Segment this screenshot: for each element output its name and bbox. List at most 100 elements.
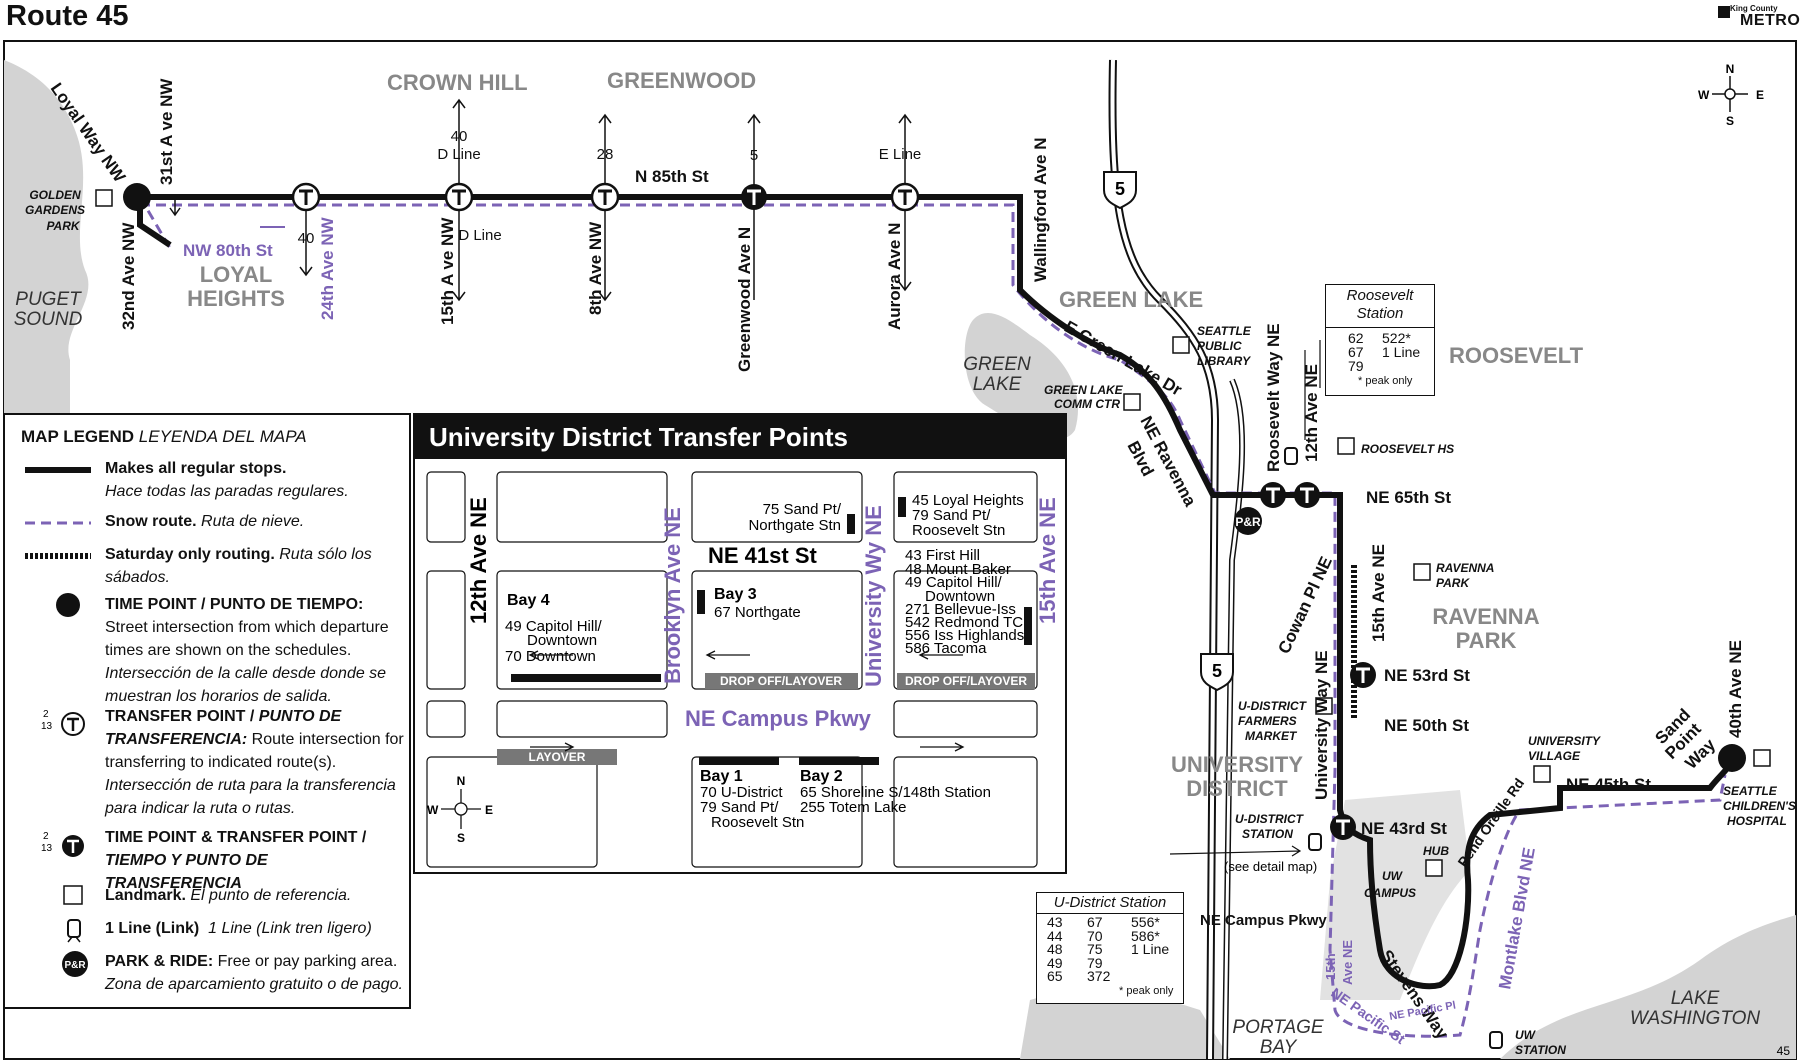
svg-text:Bay 2: Bay 2 [800,768,843,785]
svg-text:LAKE: LAKE [1671,988,1720,1009]
svg-text:E: E [1756,88,1764,102]
inset-compass-icon: N S E W [427,774,493,845]
udistrict-col3: 556*586*1 Line [1131,914,1170,957]
svg-text:N: N [1726,62,1735,76]
legend-transfer: TRANSFER POINT / PUNTO DE TRANSFERENCIA:… [105,708,404,817]
svg-text:79 Sand Pt/: 79 Sand Pt/ [912,507,991,524]
svg-text:5: 5 [750,147,758,164]
green-lake-water [964,313,1078,439]
pr-label: P&R [1235,515,1261,529]
park-and-ride-icon: P&R [62,951,88,977]
svg-text:COMM CTR: COMM CTR [1054,397,1120,411]
legend-timepoint-transfer: TIME POINT & TRANSFER POINT /TIEMPO Y PU… [105,829,367,892]
uw-campus-area [1320,790,1470,1000]
detail-map-note: (see detail map) [1224,859,1317,874]
svg-text:ROOSEVELT HS: ROOSEVELT HS [1361,442,1454,456]
inset-streets: 12th Ave NE Brooklyn Ave NE University W… [466,497,1060,731]
timepoint-roosevelt [1258,480,1288,510]
svg-text:NE 45th St: NE 45th St [1566,775,1651,794]
svg-text:PARK: PARK [46,219,80,233]
svg-text:15th Ave NE: 15th Ave NE [1035,497,1060,624]
svg-text:U-DISTRICT: U-DISTRICT [1235,812,1305,826]
svg-text:49 Capitol Hill/: 49 Capitol Hill/ [905,574,1003,591]
legend-regular: Makes all regular stops.Hace todas las p… [105,460,349,500]
svg-text:40th Ave NE: 40th Ave NE [1726,640,1745,738]
svg-text:40: 40 [451,128,468,145]
svg-text:UW: UW [1515,1028,1537,1042]
svg-text:12th Ave NE: 12th Ave NE [1302,364,1321,462]
svg-text:GARDENS: GARDENS [25,203,85,217]
svg-text:Greenwood Ave N: Greenwood Ave N [735,227,754,372]
transfer-point-15th [444,182,474,212]
page-number: 45 [1777,1044,1791,1058]
svg-text:W: W [1698,88,1710,102]
svg-text:45 Loyal Heights: 45 Loyal Heights [912,492,1024,509]
svg-text:CAMPUS: CAMPUS [1364,886,1416,900]
svg-text:15th Ave NE: 15th Ave NE [1369,544,1388,642]
svg-text:GREEN: GREEN [963,354,1031,375]
area-labels: CROWN HILL GREENWOOD LOYAL HEIGHTS GREEN… [187,68,1584,801]
svg-text:2: 2 [43,709,49,720]
area-green-lake: GREEN LAKE [1059,287,1203,312]
udistrict-station-title: U-District Station [1053,894,1167,911]
svg-text:556 Iss Highlands: 556 Iss Highlands [905,627,1024,644]
timepoint-43rd [1328,812,1358,842]
svg-text:BAY: BAY [1260,1037,1298,1058]
svg-text:NE 50th St: NE 50th St [1384,716,1469,735]
svg-text:FARMERS: FARMERS [1238,714,1297,728]
svg-text:13: 13 [41,843,53,854]
landmark-labels: GOLDEN GARDENS PARK SEATTLE PUBLIC LIBRA… [25,188,1796,1057]
svg-text:U-DISTRICT: U-DISTRICT [1238,699,1308,713]
svg-text:University Way NE: University Way NE [1312,650,1331,800]
puget-sound-water [4,60,89,413]
svg-text:PARK: PARK [1436,576,1470,590]
svg-text:Roosevelt Stn: Roosevelt Stn [711,814,804,831]
svg-text:40: 40 [298,230,315,247]
svg-text:Northgate Stn: Northgate Stn [748,517,841,534]
area-greenwood: GREENWOOD [607,68,756,93]
svg-text:GREEN LAKE: GREEN LAKE [1044,383,1124,397]
inset-stops: 75 Sand Pt/ Northgate Stn 45 Loyal Heigh… [505,492,1024,831]
svg-text:271 Bellevue-Iss: 271 Bellevue-Iss [905,601,1016,618]
metro-logo-icon [1718,6,1730,18]
svg-text:Brooklyn Ave NE: Brooklyn Ave NE [660,507,685,684]
park-and-ride-icon [1234,507,1262,535]
svg-text:32nd Ave NW: 32nd Ave NW [119,222,138,330]
svg-text:NE 65th St: NE 65th St [1366,488,1451,507]
svg-text:75 Sand Pt/: 75 Sand Pt/ [763,501,842,518]
svg-text:13: 13 [41,721,53,732]
svg-text:Bay 3: Bay 3 [714,586,757,603]
i5-shield-icon: 5 [1103,171,1137,210]
golden-gardens-timepoint [123,183,151,211]
svg-text:E Line: E Line [879,146,922,163]
svg-text:HUB: HUB [1423,844,1449,858]
svg-text:15th: 15th [1323,953,1338,980]
svg-text:STATION: STATION [1515,1043,1566,1057]
svg-text:S: S [457,831,465,845]
svg-text:12th Ave NE: 12th Ave NE [466,497,491,624]
svg-text:D Line: D Line [437,146,480,163]
svg-text:255 Totem Lake: 255 Totem Lake [800,799,906,816]
svg-text:48 Mount Baker: 48 Mount Baker [905,561,1011,578]
svg-text:Bay 1: Bay 1 [700,768,743,785]
svg-text:Bay 4: Bay 4 [507,592,550,609]
svg-text:70 U-District: 70 U-District [700,784,783,801]
svg-text:HOSPITAL: HOSPITAL [1727,814,1787,828]
layover-label: LAYOVER [529,750,586,764]
compass-icon: N S E W [1698,62,1764,128]
legend-saturday: Saturday only routing. Ruta sólo los sáb… [105,546,372,586]
svg-text:43 First Hill: 43 First Hill [905,547,980,564]
roosevelt-station-title-2: Station [1356,305,1404,322]
inset-map: 12th Ave NE Brooklyn Ave NE University W… [426,471,1060,868]
svg-text:CHILDREN'S: CHILDREN'S [1723,799,1796,813]
svg-text:E: E [485,803,493,817]
timepoint-12th [1292,480,1322,510]
svg-text:NE 53rd St: NE 53rd St [1384,666,1470,685]
udistrict-transfer-inset: University District Transfer Points 12th… [413,413,1067,874]
landmark-icon [63,885,83,905]
link-rail-icon [1284,447,1298,465]
svg-text:MARKET: MARKET [1245,729,1298,743]
svg-text:NE 43rd St: NE 43rd St [1361,819,1447,838]
